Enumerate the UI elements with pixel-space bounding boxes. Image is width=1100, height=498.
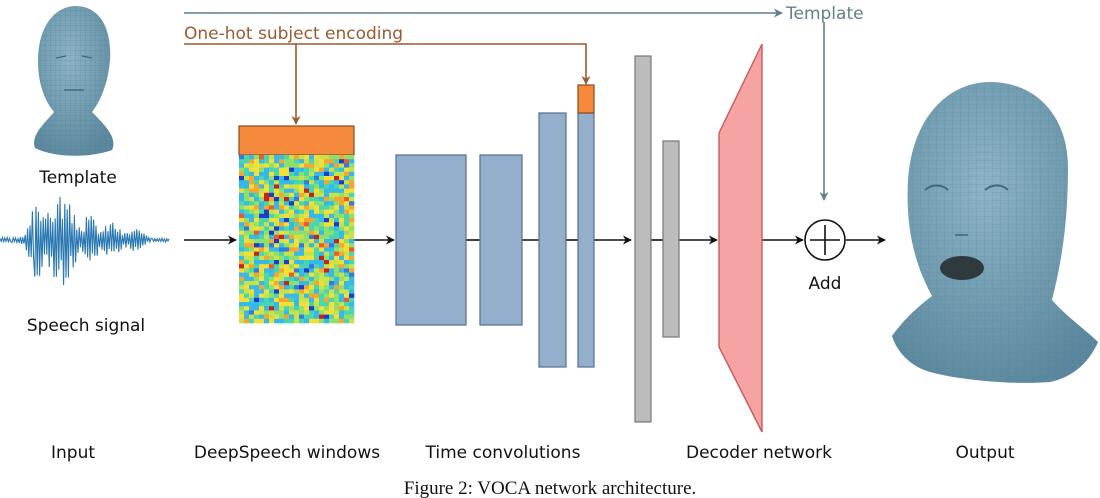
speech-waveform-icon	[0, 196, 170, 286]
add-circle-icon	[804, 219, 846, 261]
column-label-input: Input	[51, 443, 95, 463]
column-label-deepspeech: DeepSpeech windows	[194, 443, 380, 463]
column-label-output: Output	[955, 443, 1014, 463]
decoder-output-layer	[718, 43, 763, 433]
deepspeech-one-hot-block	[238, 125, 355, 156]
column-label-decoder: Decoder network	[686, 443, 832, 463]
time-conv-block-4	[577, 112, 595, 368]
template-input-label: Template	[38, 168, 117, 188]
decoder-dense-layer-1	[634, 55, 652, 423]
add-label: Add	[809, 274, 842, 294]
column-label-time-conv: Time convolutions	[425, 443, 581, 463]
time-conv-block-3	[538, 112, 567, 368]
template-top-label: Template	[785, 4, 864, 24]
time-conv-block-2	[479, 154, 523, 326]
time-conv-one-hot-block	[577, 84, 595, 114]
one-hot-connection	[184, 43, 591, 125]
deepspeech-feature-heatmap	[239, 155, 355, 324]
figure-caption: Figure 2: VOCA network architecture.	[404, 478, 697, 498]
time-conv-block-1	[395, 154, 467, 326]
one-hot-label: One-hot subject encoding	[184, 24, 403, 44]
output-head-icon	[892, 82, 1098, 383]
template-head-icon	[34, 6, 114, 156]
decoder-dense-layer-2	[662, 140, 680, 338]
template-skip-connection	[184, 8, 829, 201]
speech-signal-label: Speech signal	[27, 316, 145, 336]
